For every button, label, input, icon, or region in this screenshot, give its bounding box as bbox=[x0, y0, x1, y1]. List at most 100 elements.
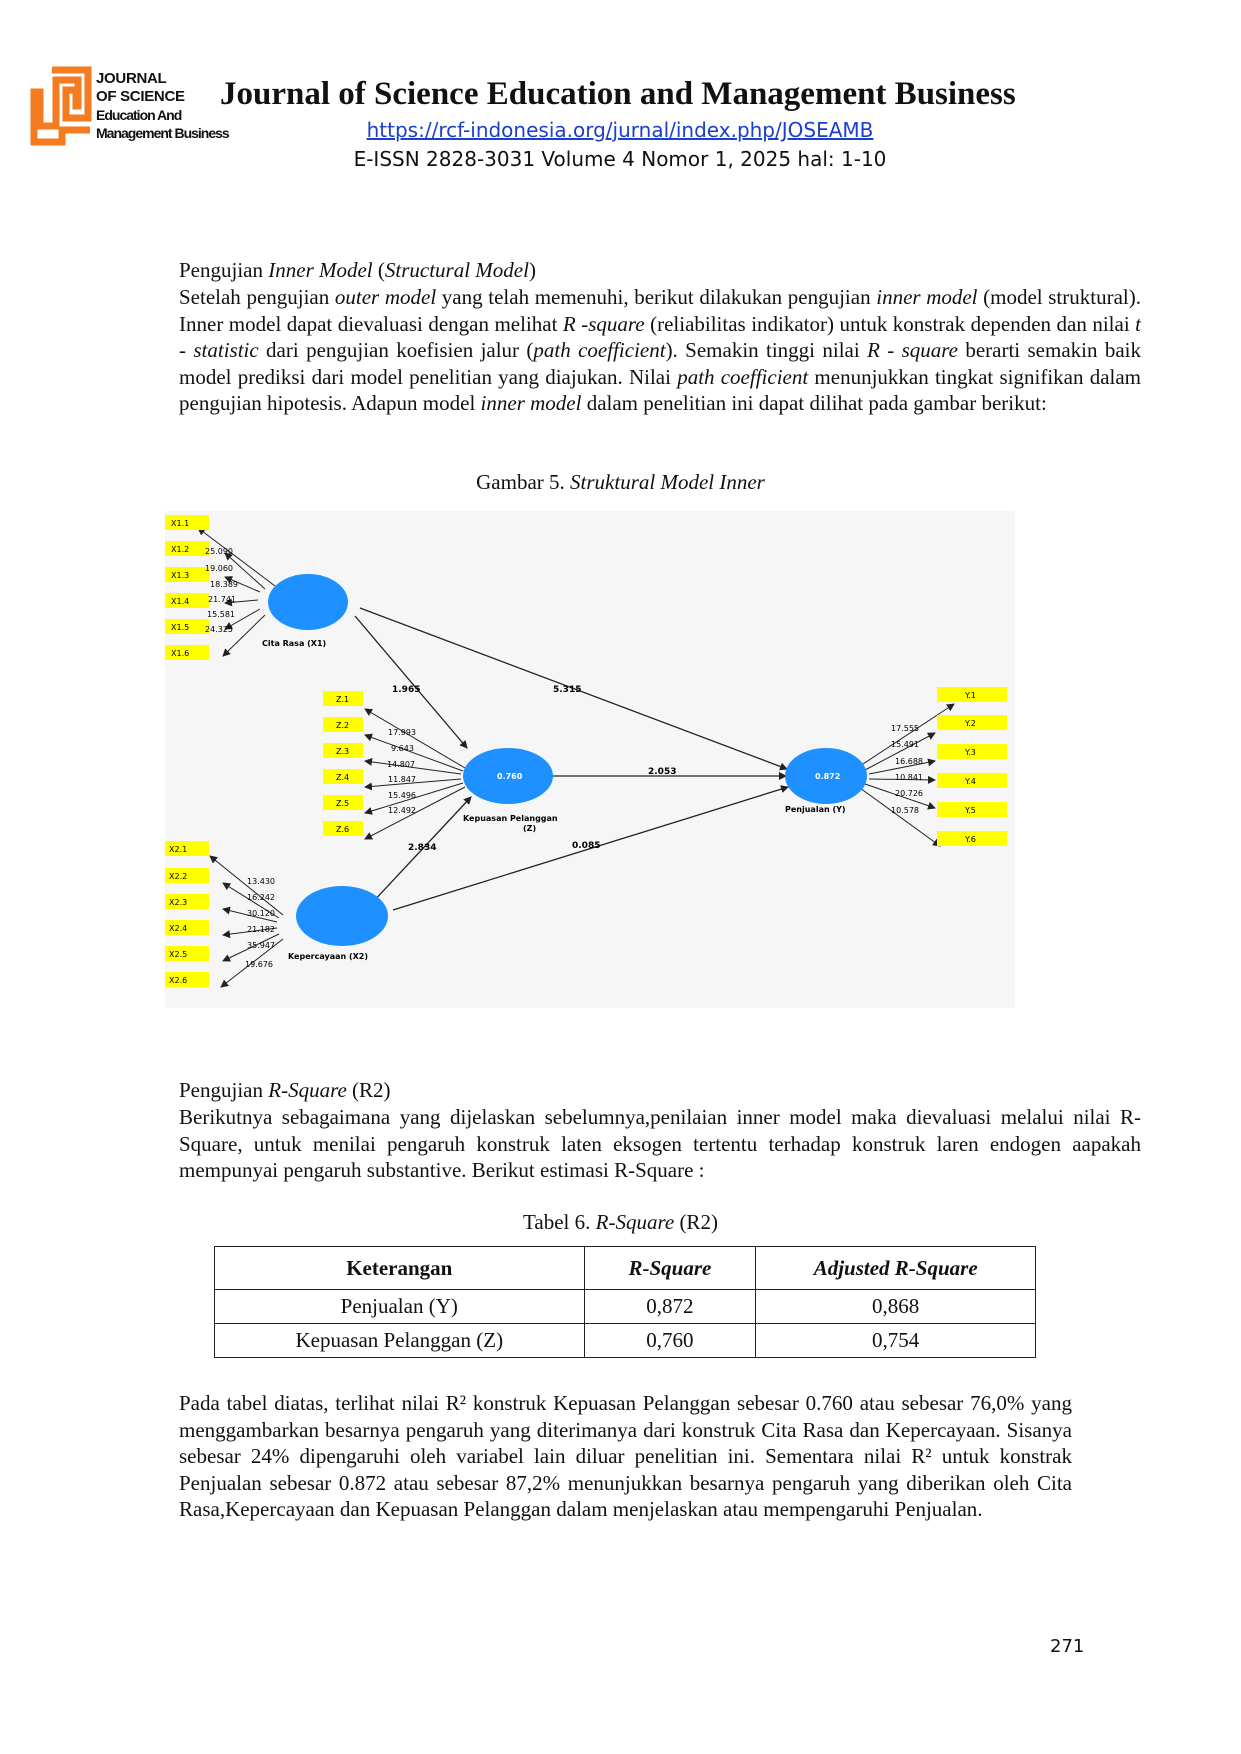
table-cell: Penjualan (Y) bbox=[214, 1289, 585, 1324]
path-value-x2-z: 2.834 bbox=[408, 843, 436, 853]
paragraph-r-square: Berikutnya sebagaimana yang dijelaskan s… bbox=[179, 1105, 1141, 1183]
loading-value: 14.807 bbox=[387, 760, 415, 769]
indicator-box bbox=[323, 769, 363, 784]
loading-line bbox=[364, 733, 464, 772]
loading-value: 12.492 bbox=[388, 806, 416, 815]
heading-text: ) bbox=[528, 258, 536, 282]
construct-z-value: 0.760 bbox=[497, 772, 523, 781]
loading-value: 16.688 bbox=[895, 757, 923, 766]
indicator-box bbox=[937, 802, 1007, 817]
loading-line bbox=[224, 608, 261, 630]
logo-line: Management Business bbox=[96, 125, 230, 141]
loading-value: 19.676 bbox=[245, 960, 273, 969]
heading-text: (R2) bbox=[346, 1078, 391, 1102]
para-text: Setelah pengujian bbox=[179, 285, 335, 309]
para-text: dari pengujian koefisien jalur ( bbox=[258, 338, 534, 363]
loading-value: 15.491 bbox=[891, 740, 919, 749]
z-indicators: Z.1 Z.2 Z.3 Z.4 Z.5 Z.6 17.993 9.643 14.… bbox=[323, 691, 466, 840]
x2-indicators: X2.1 X2.2 X2.3 X2.4 X2.5 X2.6 13.430 16.… bbox=[149, 841, 284, 988]
table-header-row: Keterangan R-Square Adjusted R-Square bbox=[214, 1246, 1036, 1290]
indicator-label: Z.2 bbox=[336, 721, 349, 730]
heading-text: R-Square bbox=[268, 1078, 347, 1102]
structural-model-diagram: 1.965 5.315 2.053 2.834 0.085 X1.1 X1.2 … bbox=[149, 511, 1015, 1008]
table-cell: 0,760 bbox=[583, 1323, 757, 1358]
loading-line bbox=[364, 778, 462, 791]
indicator-label: X1.4 bbox=[171, 597, 189, 606]
loading-line bbox=[222, 933, 280, 962]
loading-value: 21.182 bbox=[247, 925, 275, 934]
indicator-label: Y.6 bbox=[964, 835, 976, 844]
path-value-x1-z: 1.965 bbox=[392, 685, 420, 695]
caption-text: Gambar 5. bbox=[476, 470, 571, 494]
loading-value: 15.581 bbox=[207, 610, 235, 619]
indicator-label: Y.1 bbox=[964, 691, 976, 700]
loading-value: 35.947 bbox=[247, 941, 275, 950]
journal-issn: E-ISSN 2828-3031 Volume 4 Nomor 1, 2025 … bbox=[353, 147, 887, 171]
heading-text: Pengujian bbox=[179, 1078, 269, 1102]
path-x1-y bbox=[359, 607, 788, 771]
r-square-table: Keterangan R-Square Adjusted R-Square Pe… bbox=[214, 1246, 1036, 1358]
x1-indicators: X1.1 X1.2 X1.3 X1.4 X1.5 X1.6 25.090 19.… bbox=[149, 515, 276, 660]
loading-line bbox=[224, 598, 259, 607]
construct-y-value: 0.872 bbox=[815, 772, 840, 781]
para-text: R -square bbox=[562, 311, 645, 336]
page-number: 271 bbox=[1050, 1636, 1085, 1657]
journal-title: Journal of Science Education and Managem… bbox=[220, 76, 1016, 112]
construct-z-label-sub: (Z) bbox=[523, 824, 536, 833]
loading-line bbox=[364, 708, 466, 769]
indicator-box bbox=[937, 773, 1007, 788]
logo-line: OF SCIENCE bbox=[96, 88, 185, 105]
indicator-label: Z.1 bbox=[336, 695, 349, 704]
loading-value: 30.120 bbox=[247, 909, 275, 918]
loading-value: 16.242 bbox=[247, 893, 275, 902]
indicator-label: X1.2 bbox=[171, 545, 189, 554]
construct-y-label: Penjualan (Y) bbox=[785, 805, 846, 814]
para-text: menunjukkan tingkat signifikan dalam pen… bbox=[179, 364, 1141, 416]
path-x2-z bbox=[370, 796, 472, 905]
loading-value: 9.643 bbox=[391, 744, 414, 753]
paragraph-r-square-interpretation: Pada tabel diatas, terlihat nilai R² kon… bbox=[179, 1391, 1072, 1522]
loading-line bbox=[220, 938, 284, 988]
loading-value: 21.741 bbox=[208, 595, 236, 604]
path-value-x1-y: 5.315 bbox=[553, 685, 581, 695]
loading-line bbox=[222, 882, 280, 919]
loading-line bbox=[868, 775, 936, 784]
table-row: Penjualan (Y) 0,872 0,868 bbox=[214, 1289, 1036, 1324]
table-header-cell: Keterangan bbox=[214, 1246, 585, 1290]
indicator-box bbox=[323, 691, 363, 706]
indicator-box bbox=[937, 687, 1007, 702]
indicator-label: Y.3 bbox=[964, 748, 976, 757]
indicator-label: Z.3 bbox=[336, 747, 349, 756]
para-text: path coefficient bbox=[677, 364, 809, 389]
paragraph-inner-model: Setelah pengujian outer model yang telah… bbox=[179, 284, 1141, 417]
loading-line bbox=[224, 552, 266, 590]
para-text: t - statistic bbox=[179, 311, 1141, 363]
heading-text: ( bbox=[372, 258, 385, 282]
loading-line bbox=[364, 786, 466, 840]
section-heading-inner-model: Pengujian Inner Model (Structural Model) bbox=[179, 258, 536, 283]
path-x1-z bbox=[354, 615, 468, 749]
construct-x2-label: Kepercayaan (X2) bbox=[288, 952, 368, 961]
indicator-label: X2.1 bbox=[169, 845, 187, 854]
loading-value: 13.430 bbox=[247, 877, 275, 886]
journal-url-link[interactable]: https://rcf-indonesia.org/jurnal/index.p… bbox=[366, 118, 874, 142]
loading-line bbox=[868, 758, 936, 775]
table-row: Kepuasan Pelanggan (Z) 0,760 0,754 bbox=[214, 1323, 1036, 1358]
indicator-label: Y.2 bbox=[964, 719, 976, 728]
loading-value: 25.090 bbox=[205, 547, 233, 556]
indicator-label: Z.6 bbox=[336, 825, 349, 834]
y-indicators: Y.1 Y.2 Y.3 Y.4 Y.5 Y.6 17.555 15.491 16… bbox=[859, 687, 1007, 847]
indicator-box bbox=[323, 717, 363, 732]
table-header-cell: R-Square bbox=[583, 1246, 757, 1290]
loading-line bbox=[222, 614, 266, 657]
logo-line: Education And bbox=[96, 107, 182, 123]
indicator-label: X1.3 bbox=[171, 571, 189, 580]
caption-text: (R2) bbox=[674, 1210, 718, 1234]
loading-value: 20.726 bbox=[895, 789, 923, 798]
heading-text: Pengujian bbox=[179, 258, 269, 282]
indicator-box bbox=[937, 715, 1007, 730]
table-cell: 0,868 bbox=[755, 1289, 1036, 1324]
para-text: outer model bbox=[334, 285, 437, 309]
indicator-box bbox=[323, 795, 363, 810]
indicator-label: X2.5 bbox=[169, 950, 187, 959]
